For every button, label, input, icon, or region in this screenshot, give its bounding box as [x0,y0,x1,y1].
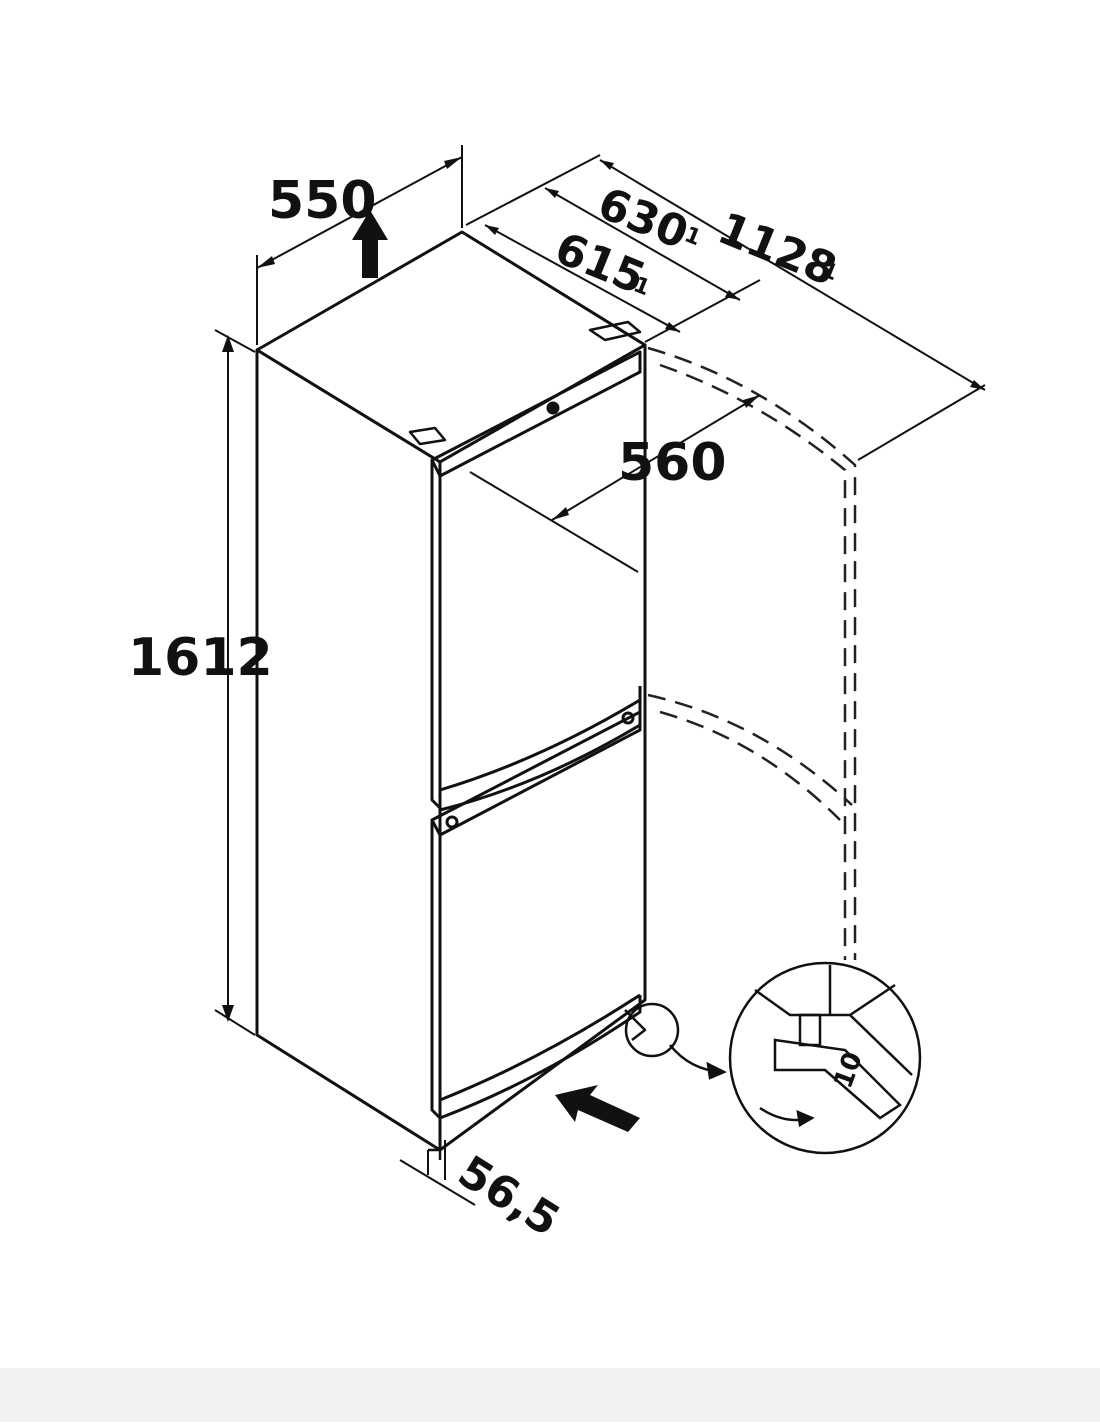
dim-depth-ext-left [465,154,601,226]
dim-56-5-line [399,1159,476,1206]
dim-550-line [256,156,463,269]
dim-560-line [551,394,761,521]
dim-560-ext [469,471,639,573]
magnify-callout-icon [624,961,922,1155]
dim-1612-ext-bottom [214,1009,256,1036]
arrowhead-550-right [444,157,462,169]
dim-1128-line [599,159,986,391]
lower-door-bottom-edge [438,995,642,1120]
insert-arrow-icon [555,1085,640,1132]
callout-cabinet-lines [828,965,913,1076]
dim-630-line [544,187,741,301]
lower-door-swing [647,693,853,806]
label-width-550: 550 [268,171,377,231]
dim-depth-ext-right [644,279,761,343]
label-door-560: 560 [618,433,727,493]
page-footer-band [0,1368,1100,1422]
arrowheads [222,157,985,1022]
lower-door-bottom [438,835,641,1102]
dim-1612-ext-top [214,329,256,353]
dim-1128-ext [857,384,986,461]
upper-door-swing [647,346,857,960]
up-arrow-icon [352,210,388,278]
arrowhead-630-right [725,290,740,300]
arrowhead-615-right [665,322,680,332]
callout-large-circle [728,961,922,1155]
top-hinge [588,320,642,342]
lower-hinge-dot [445,815,459,829]
lower-door-left-edge [430,820,442,1120]
wrench-icon [773,1038,902,1120]
fridge-side-face [255,348,442,1152]
dimension-lines [214,145,986,1206]
dim-615-line [484,224,681,333]
arrowhead-560-left [552,507,569,520]
rotate-arrowhead [796,1109,815,1128]
arrowhead-1128-right [970,380,985,390]
upper-door-top-edge [430,350,642,478]
upper-door-swing-inner [659,363,847,960]
callout-arrowhead [706,1061,727,1080]
arrowhead-1612-top [222,335,234,352]
lower-door-top-edge [430,710,642,837]
lower-door-swing-inner [659,710,841,821]
upper-door-handle [438,700,642,812]
arrowhead-630-left [545,188,559,198]
door-lock-dot [546,401,560,415]
middle-hinge-dot [621,711,635,725]
callout-small-circle [624,1002,680,1058]
arrowhead-1612-bottom [222,1005,234,1022]
upper-door-bottom [438,476,642,792]
label-base-56-5: 56,5 [449,1146,568,1247]
arrowhead-560-right [743,395,760,408]
door-swing-outline [647,346,857,960]
fridge-body [255,230,647,1160]
front-foot [428,1148,442,1160]
label-height-1612: 1612 [128,628,273,688]
left-hinge [408,426,447,446]
side-foot [624,1009,647,1041]
arrowhead-1128-left [600,160,614,170]
arrowhead-550-left [257,256,275,268]
upper-door-left-edge [430,460,442,810]
arrowhead-615-left [485,225,499,235]
